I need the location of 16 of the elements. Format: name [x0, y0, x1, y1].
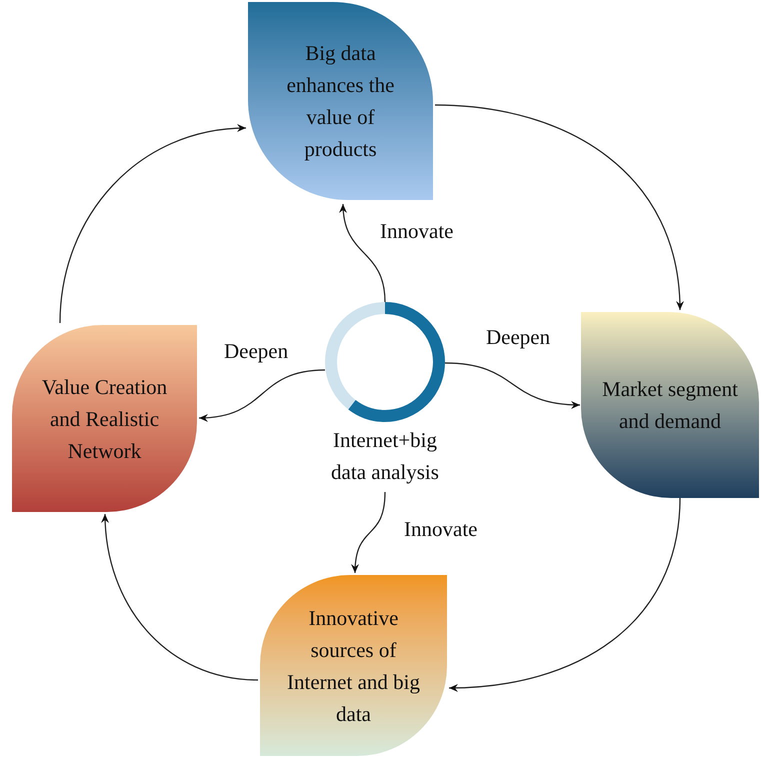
- arrow: [351, 492, 386, 574]
- node-label: Big data enhances the value of products: [286, 40, 396, 163]
- node-label: Innovative sources of Internet and big data: [286, 604, 421, 728]
- leaf-shape: [581, 312, 759, 498]
- leaf-shape: [248, 2, 433, 200]
- arrow: [198, 369, 326, 422]
- leaf-shape: [12, 325, 197, 512]
- arrow: [448, 498, 681, 692]
- node-label: Market segment and demand: [601, 376, 739, 435]
- arrow: [102, 514, 258, 681]
- leaf-shape: [260, 575, 447, 756]
- arrow: [444, 362, 580, 409]
- arrow: [340, 204, 386, 302]
- node-label: Value Creation and Realistic Network: [40, 374, 168, 464]
- arrow: [434, 104, 684, 310]
- arrow: [59, 124, 246, 324]
